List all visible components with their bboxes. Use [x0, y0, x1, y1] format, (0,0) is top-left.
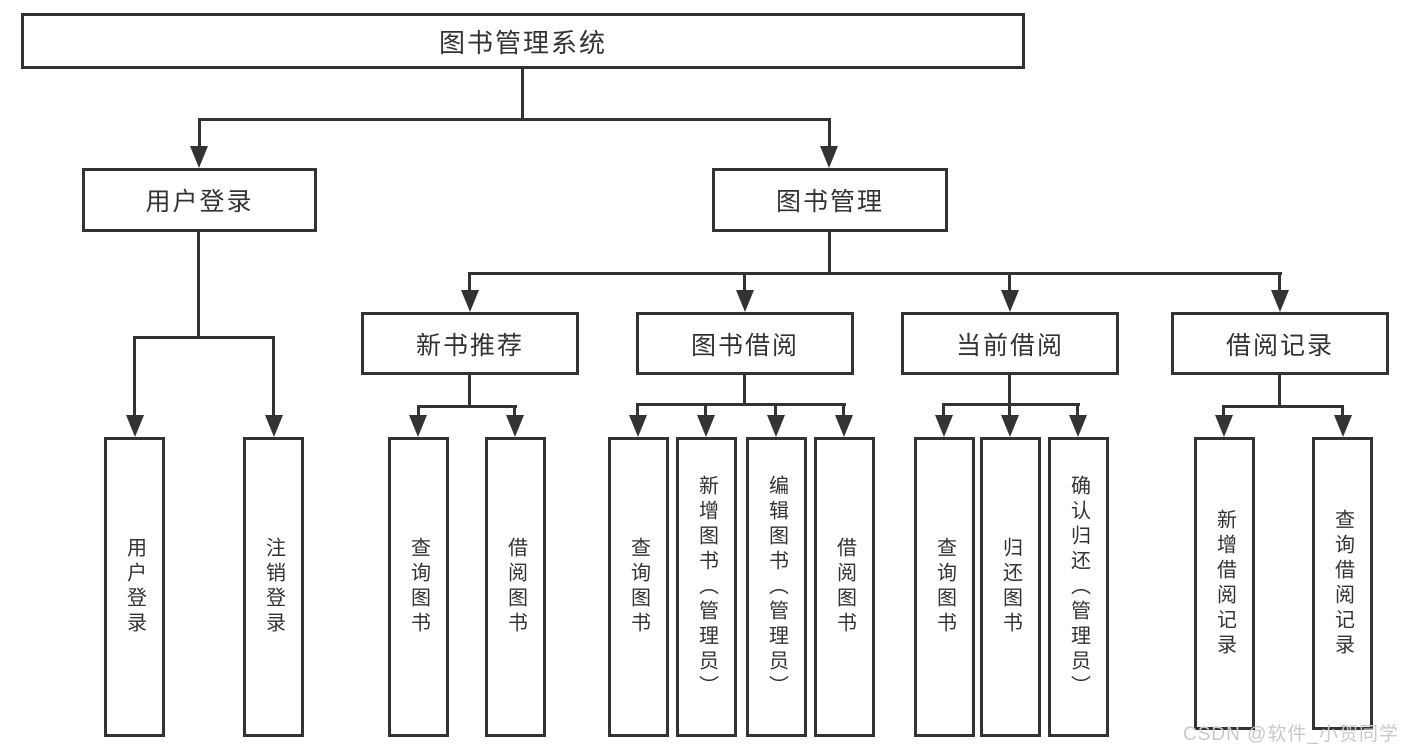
node-book-borrowing: 图书借阅	[636, 312, 854, 375]
node-label: 确认归还（管理员）	[1067, 474, 1090, 700]
connector-line	[1008, 272, 1011, 292]
connector-line	[468, 375, 471, 407]
connector-line	[468, 272, 1282, 275]
connector-line	[743, 272, 746, 292]
connector-line	[704, 403, 707, 417]
arrow-down-icon	[1334, 415, 1352, 437]
node-label: 当前借阅	[955, 331, 1064, 360]
connector-line	[942, 403, 945, 417]
arrow-down-icon	[835, 415, 853, 437]
node-label: 用户登录	[123, 537, 146, 637]
node-label: 借阅记录	[1225, 331, 1334, 360]
leaf-user-login: 用户登录	[104, 437, 165, 737]
connector-line	[1076, 403, 1079, 417]
connector-line	[272, 336, 275, 418]
node-label: 用户登录	[145, 188, 254, 216]
connector-line	[1278, 272, 1281, 292]
leaf-return-book: 归还图书	[980, 437, 1041, 737]
connector-line	[417, 405, 517, 408]
leaf-query-books-borrowing: 查询图书	[608, 437, 669, 737]
node-label: 图书借阅	[690, 331, 799, 360]
node-label: 新增图书（管理员）	[695, 474, 718, 700]
arrow-down-icon	[190, 146, 208, 168]
node-new-book-recommend: 新书推荐	[361, 312, 579, 375]
node-borrowing-records: 借阅记录	[1171, 312, 1389, 375]
arrow-down-icon	[461, 290, 479, 312]
leaf-query-books-current: 查询图书	[914, 437, 975, 737]
connector-line	[133, 336, 275, 339]
arrow-down-icon	[1001, 415, 1019, 437]
node-current-borrowing: 当前借阅	[901, 312, 1119, 375]
leaf-edit-book-admin: 编辑图书（管理员）	[746, 437, 807, 737]
connector-line	[636, 403, 846, 406]
connector-line	[198, 118, 201, 148]
connector-line	[197, 232, 200, 336]
connector-line	[198, 118, 831, 121]
arrow-down-icon	[265, 415, 283, 437]
node-label: 借阅图书	[833, 537, 856, 637]
node-label: 新书推荐	[415, 331, 524, 360]
connector-line	[828, 118, 831, 148]
arrow-down-icon	[767, 415, 785, 437]
node-label: 编辑图书（管理员）	[765, 474, 788, 700]
node-label: 查询图书	[933, 537, 956, 637]
connector-line	[417, 405, 420, 417]
connector-line	[942, 403, 1080, 406]
connector-line	[1278, 375, 1281, 407]
connector-line	[828, 232, 831, 272]
node-label: 借阅图书	[504, 537, 527, 637]
node-label: 查询借阅记录	[1331, 508, 1354, 659]
connector-line	[1008, 403, 1011, 417]
node-label: 新增借阅记录	[1213, 508, 1236, 659]
connector-line	[521, 69, 524, 118]
node-user-login: 用户登录	[82, 168, 317, 232]
connector-line	[1222, 405, 1225, 417]
node-label: 查询图书	[407, 537, 430, 637]
connector-line	[1222, 405, 1344, 408]
leaf-add-borrow-record: 新增借阅记录	[1194, 437, 1255, 730]
connector-line	[1341, 405, 1344, 417]
connector-line	[636, 403, 639, 417]
node-label: 图书管理	[775, 188, 884, 216]
leaf-confirm-return-admin: 确认归还（管理员）	[1048, 437, 1109, 737]
arrow-down-icon	[506, 415, 524, 437]
leaf-query-borrow-record: 查询借阅记录	[1312, 437, 1373, 730]
arrow-down-icon	[126, 415, 144, 437]
leaf-borrow-books-recommend: 借阅图书	[485, 437, 546, 737]
connector-line	[513, 405, 516, 417]
arrow-down-icon	[1001, 290, 1019, 312]
arrow-down-icon	[820, 146, 838, 168]
arrow-down-icon	[409, 415, 427, 437]
csdn-watermark: CSDN @软件_小贺同学	[1183, 724, 1399, 745]
connector-line	[133, 336, 136, 418]
leaf-add-book-admin: 新增图书（管理员）	[676, 437, 737, 737]
connector-line	[468, 272, 471, 292]
leaf-borrow-books: 借阅图书	[814, 437, 875, 737]
leaf-query-books-recommend: 查询图书	[388, 437, 449, 737]
node-library-system: 图书管理系统	[21, 13, 1025, 69]
arrow-down-icon	[736, 290, 754, 312]
arrow-down-icon	[1215, 415, 1233, 437]
connector-line	[774, 403, 777, 417]
arrow-down-icon	[1271, 290, 1289, 312]
node-label: 查询图书	[627, 537, 650, 637]
node-label: 图书管理系统	[438, 27, 607, 58]
arrow-down-icon	[697, 415, 715, 437]
arrow-down-icon	[935, 415, 953, 437]
connector-line	[743, 375, 746, 405]
arrow-down-icon	[629, 415, 647, 437]
arrow-down-icon	[1069, 415, 1087, 437]
node-label: 归还图书	[999, 537, 1022, 637]
connector-line	[1008, 375, 1011, 405]
leaf-logout: 注销登录	[243, 437, 304, 737]
connector-line	[842, 403, 845, 417]
node-label: 注销登录	[262, 537, 285, 637]
node-book-management: 图书管理	[712, 168, 948, 232]
